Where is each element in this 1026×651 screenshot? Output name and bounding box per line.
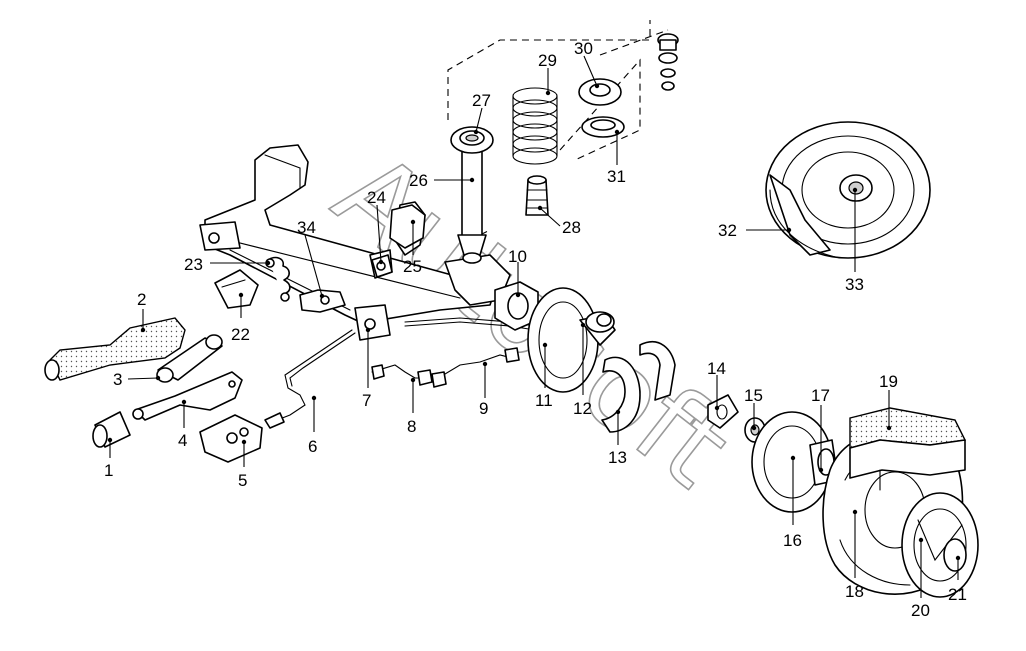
- callout-15: 15: [744, 386, 763, 405]
- callout-29: 29: [538, 51, 557, 70]
- callout-labels: 1 2 3 4 5 6 7 8 9 10 11 12 13 14 15 16 1…: [104, 39, 967, 620]
- callout-4: 4: [178, 431, 187, 450]
- callout-2: 2: [137, 290, 146, 309]
- callout-34: 34: [297, 218, 316, 237]
- grip-3: [156, 334, 223, 383]
- callout-11: 11: [535, 391, 553, 410]
- callout-19: 19: [879, 372, 898, 391]
- callout-8: 8: [407, 417, 416, 436]
- callout-1: 1: [104, 461, 113, 480]
- hub-cap-21: [943, 538, 967, 572]
- callout-16: 16: [783, 531, 802, 550]
- handbrake-lever-4: [132, 371, 243, 421]
- cable-6: [264, 329, 356, 429]
- bracket-5: [199, 414, 263, 463]
- spring-seat-27: [450, 126, 494, 154]
- callout-28: 28: [562, 218, 581, 237]
- callout-32: 32: [718, 221, 737, 240]
- brake-pipe-9: [431, 347, 520, 388]
- callout-33: 33: [845, 275, 864, 294]
- callout-18: 18: [845, 582, 864, 601]
- callout-31: 31: [607, 167, 626, 186]
- bushing-1: [92, 411, 131, 448]
- hub-carrier-10: [494, 281, 539, 331]
- bracket-22: [214, 269, 259, 309]
- callout-13: 13: [608, 448, 627, 467]
- callout-30: 30: [574, 39, 593, 58]
- hub-33: [839, 174, 873, 202]
- callout-3: 3: [113, 370, 122, 389]
- shock-absorber-26: [457, 149, 487, 264]
- mudguard-19: [849, 407, 967, 491]
- handbrake-cover-2: [44, 317, 186, 381]
- mount-bolt-stack: [657, 33, 679, 91]
- spring-pad-31: [581, 116, 625, 138]
- brake-pipe-8: [371, 364, 433, 386]
- callout-22: 22: [231, 325, 250, 344]
- wheel-cylinder-12: [585, 311, 615, 333]
- callout-12: 12: [573, 399, 592, 418]
- callout-6: 6: [308, 437, 317, 456]
- callout-25: 25: [403, 257, 422, 276]
- coil-spring-29: [512, 87, 558, 165]
- callout-26: 26: [409, 171, 428, 190]
- leader-lines: [107, 55, 961, 598]
- callout-7: 7: [362, 391, 371, 410]
- callout-9: 9: [479, 399, 488, 418]
- callout-14: 14: [707, 359, 726, 378]
- callout-20: 20: [911, 601, 930, 620]
- callout-21: 21: [948, 585, 967, 604]
- part-24-25: [371, 204, 426, 278]
- callout-17: 17: [811, 386, 830, 405]
- lever-34: [299, 289, 346, 313]
- brake-shoes-13: [601, 341, 676, 433]
- top-mount-30: [578, 78, 622, 106]
- callout-24: 24: [367, 188, 386, 207]
- callout-10: 10: [508, 247, 527, 266]
- callout-5: 5: [238, 471, 247, 490]
- wheel-disc-20: [901, 492, 979, 598]
- bearing-14: [707, 394, 739, 429]
- callout-23: 23: [184, 255, 203, 274]
- callout-27: 27: [472, 91, 491, 110]
- bump-stop-28: [525, 175, 549, 216]
